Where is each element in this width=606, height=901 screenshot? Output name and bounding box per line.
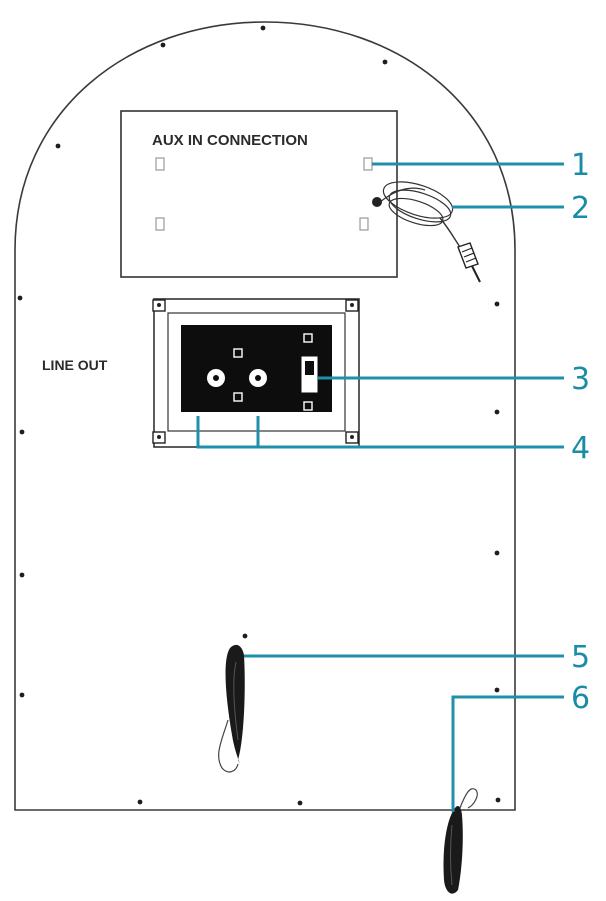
panel-screw <box>233 392 243 402</box>
panel-screw <box>303 333 313 343</box>
rivet <box>494 687 500 693</box>
rivet <box>19 572 25 578</box>
rivet <box>495 797 501 803</box>
aux-cable <box>379 181 481 283</box>
leader-line-4 <box>196 416 564 449</box>
panel-screw <box>233 348 243 358</box>
line-out-label: LINE OUT <box>42 357 108 373</box>
aux-in-box: AUX IN CONNECTION <box>120 110 398 278</box>
panel-screw <box>303 401 313 411</box>
rivet <box>494 301 500 307</box>
callout-leaders <box>196 162 564 812</box>
aux-in-label: AUX IN CONNECTION <box>152 132 308 149</box>
callout-numbers: 1 2 3 4 5 6 <box>571 148 590 716</box>
callout-number-5: 5 <box>571 640 590 675</box>
rivet <box>260 25 266 31</box>
mounting-slot <box>155 157 165 171</box>
callout-number-3: 3 <box>571 362 590 397</box>
rivet <box>160 42 166 48</box>
rivet <box>19 692 25 698</box>
power-cable-coil <box>218 644 245 773</box>
callout-number-6: 6 <box>571 681 590 716</box>
aux-jack <box>372 197 382 207</box>
callout-number-2: 2 <box>571 191 590 226</box>
leader-line-6 <box>451 695 564 812</box>
power-cable-hanging <box>443 788 478 894</box>
mounting-slot <box>359 217 369 231</box>
callout-number-4: 4 <box>571 431 590 466</box>
rivet <box>297 800 303 806</box>
callout-number-1: 1 <box>571 148 590 183</box>
rivet <box>242 633 248 639</box>
rivet <box>137 799 143 805</box>
rivet <box>494 409 500 415</box>
mounting-slot <box>155 217 165 231</box>
rivet <box>19 429 25 435</box>
rivet <box>17 295 23 301</box>
rivet <box>494 550 500 556</box>
rivet <box>55 143 61 149</box>
rivet <box>382 59 388 65</box>
panel-rivets <box>17 25 501 806</box>
